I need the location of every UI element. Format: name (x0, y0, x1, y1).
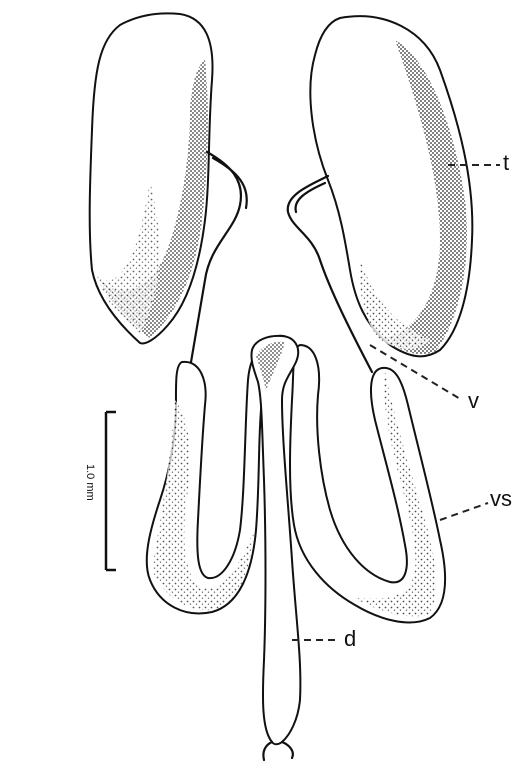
left-testis (90, 13, 213, 343)
leader-seminal-vesicle (440, 503, 488, 520)
right-vas-deferens-inner (296, 183, 325, 212)
scale-bar (106, 412, 116, 570)
scale-bar-label: 1.0 mm (84, 464, 96, 501)
right-testis (310, 16, 472, 356)
label-seminal-vesicle: vs (490, 488, 512, 510)
label-vas-deferens: v (468, 390, 479, 412)
label-ejaculatory-duct: d (344, 628, 356, 650)
label-testis: t (503, 152, 509, 174)
right-seminal-vesicle (290, 345, 445, 622)
